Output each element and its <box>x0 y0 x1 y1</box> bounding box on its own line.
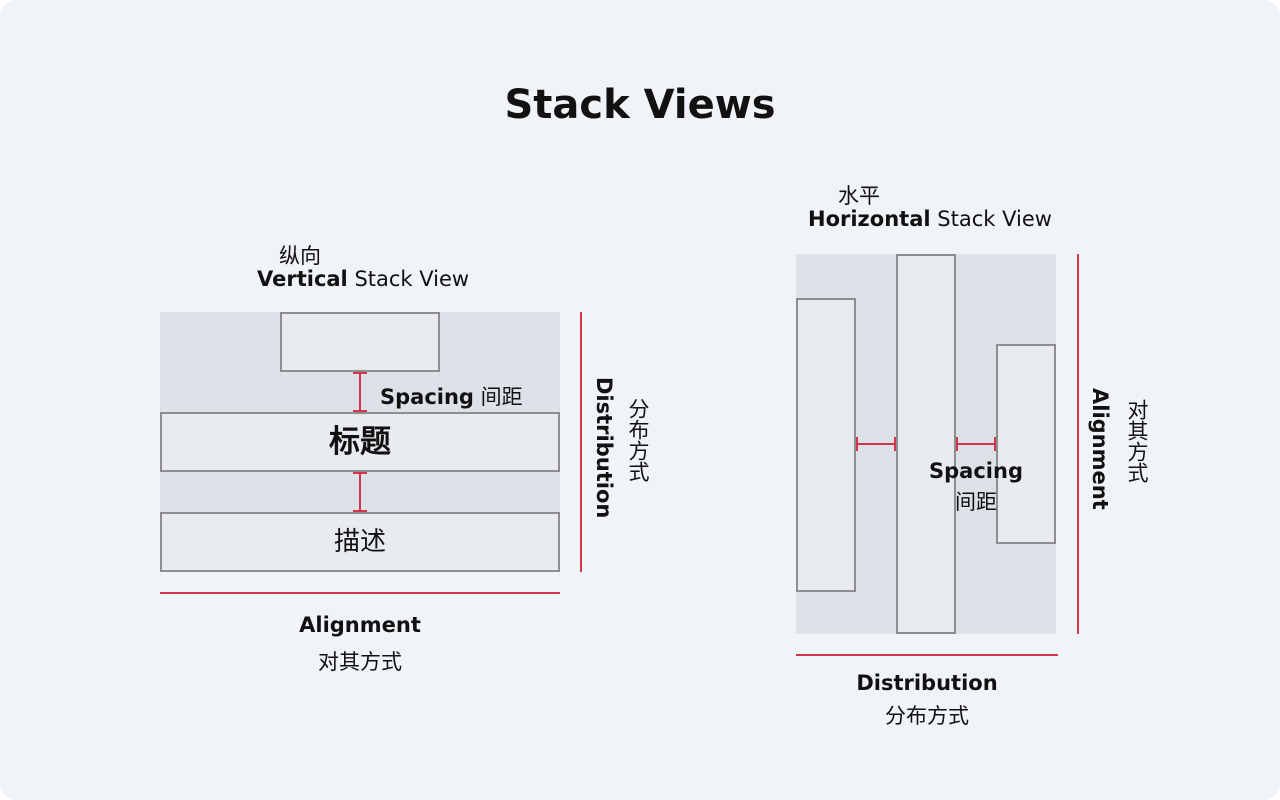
vertical-caption-bold: Vertical <box>257 267 348 291</box>
horizontal-caption: Horizontal Stack View <box>808 207 1052 231</box>
horizontal-distribution-cn: 分布方式 <box>885 704 969 728</box>
horizontal-distribution-label: Distribution <box>856 671 998 695</box>
vertical-spacing-label: Spacing 间距 <box>380 381 523 411</box>
vertical-item-title: 标题 <box>160 412 560 472</box>
vertical-item-top-box <box>280 312 440 372</box>
vertical-caption: Vertical Stack View <box>257 267 469 291</box>
vertical-item-desc: 描述 <box>160 512 560 572</box>
horizontal-item-middle-box <box>896 254 956 634</box>
vertical-alignment-line <box>160 592 560 594</box>
horizontal-item-right-box <box>996 344 1056 544</box>
horizontal-alignment-label: Alignment <box>1088 388 1112 510</box>
vertical-spacing-text: Spacing <box>380 385 474 409</box>
horizontal-alignment-line <box>1077 254 1079 634</box>
horizontal-caption-cn: 水平 <box>838 184 880 208</box>
vertical-caption-cn: 纵向 <box>279 244 321 268</box>
vertical-spacing-marker-2 <box>353 472 367 512</box>
page-title: Stack Views <box>504 82 776 128</box>
vertical-spacing-cn: 间距 <box>480 385 523 409</box>
vertical-alignment-cn: 对其方式 <box>318 650 402 674</box>
horizontal-spacing-label: Spacing <box>929 459 1023 483</box>
horizontal-caption-bold: Horizontal <box>808 207 931 231</box>
horizontal-caption-rest: Stack View <box>937 207 1052 231</box>
vertical-caption-rest: Stack View <box>354 267 470 291</box>
vertical-distribution-label: Distribution <box>592 377 616 519</box>
horizontal-spacing-marker-2 <box>956 437 996 451</box>
vertical-distribution-cn: 分布方式 <box>626 398 650 482</box>
horizontal-spacing-cn: 间距 <box>955 490 997 514</box>
horizontal-spacing-marker-1 <box>856 437 896 451</box>
vertical-distribution-line <box>580 312 582 572</box>
horizontal-distribution-line <box>796 654 1058 656</box>
horizontal-item-left-box <box>796 298 856 592</box>
horizontal-alignment-cn: 对其方式 <box>1125 399 1149 483</box>
vertical-spacing-marker-1 <box>353 372 367 412</box>
vertical-alignment-label: Alignment <box>299 613 421 637</box>
